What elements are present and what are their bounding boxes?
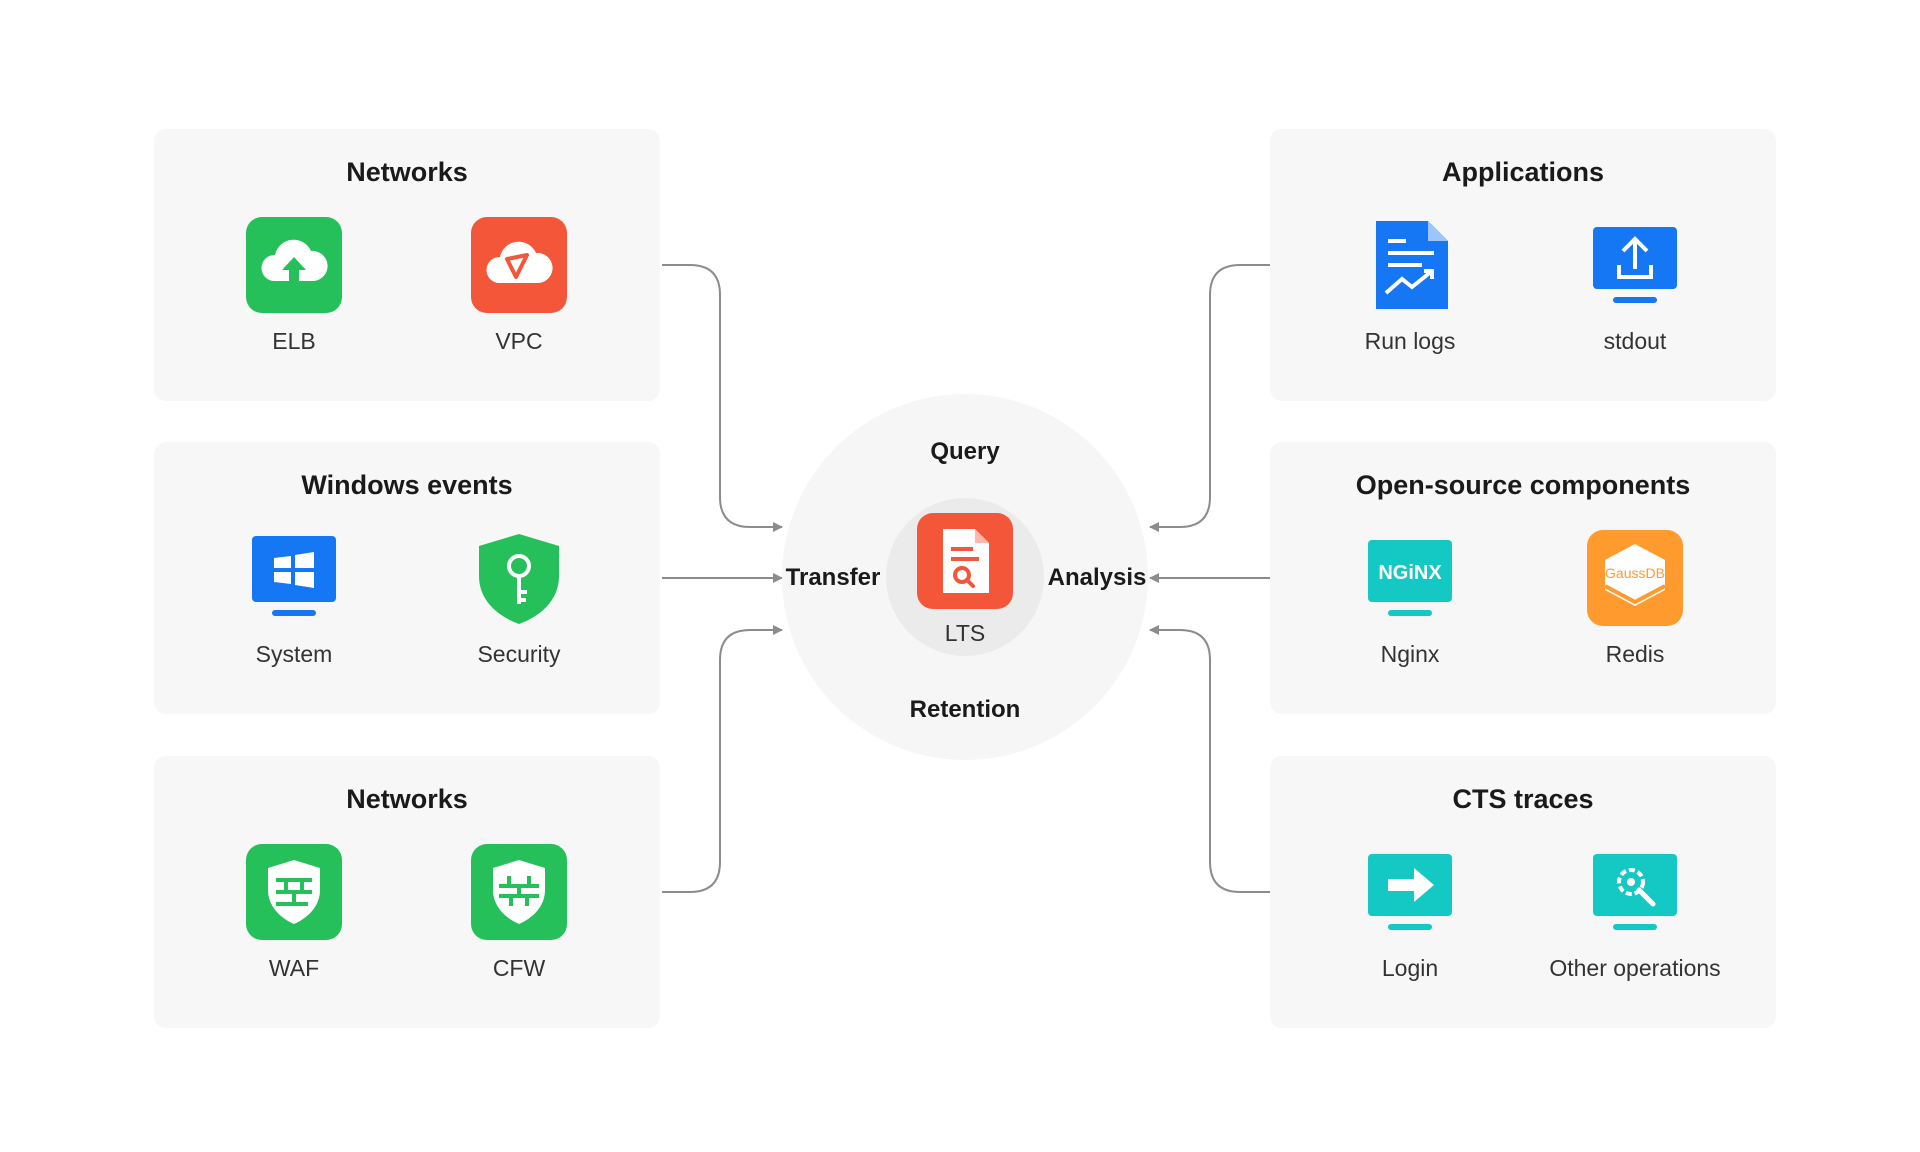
item-label: Redis — [1605, 641, 1665, 667]
nginx-logo-icon: NGiNX — [1362, 530, 1458, 626]
item-run-logs[interactable]: Run logs — [1300, 217, 1520, 367]
vpc-cloud-icon — [471, 217, 567, 313]
item-waf[interactable]: WAF — [184, 844, 404, 994]
panel-title: Networks — [346, 784, 468, 814]
panel-title: Windows events — [301, 470, 513, 500]
log-document-icon — [1362, 217, 1458, 313]
hub-label-retention: Retention — [909, 696, 1021, 723]
item-label: Other operations — [1549, 955, 1721, 981]
upload-monitor-icon — [1587, 217, 1683, 313]
lts-search-document-icon[interactable] — [917, 513, 1013, 609]
windows-monitor-icon — [246, 530, 342, 626]
panel-title: Applications — [1441, 157, 1604, 187]
item-redis[interactable]: GaussDB Redis — [1525, 530, 1745, 680]
connector-applications — [1149, 264, 1270, 532]
item-label: ELB — [272, 328, 316, 354]
panel-title: Open-source components — [1355, 470, 1691, 500]
item-label: Nginx — [1380, 641, 1440, 667]
connector-networks-top — [662, 264, 783, 532]
firewall-shield-icon — [471, 844, 567, 940]
login-arrow-icon — [1362, 844, 1458, 940]
item-label: Security — [477, 641, 561, 667]
panel-title: CTS traces — [1452, 784, 1594, 814]
panel-applications: Applications Run logs stdout — [1270, 129, 1776, 401]
item-label: VPC — [495, 328, 543, 354]
item-nginx[interactable]: NGiNX Nginx — [1300, 530, 1520, 680]
panel-title: Networks — [346, 157, 468, 187]
item-label: WAF — [268, 955, 320, 981]
operations-gear-icon — [1587, 844, 1683, 940]
nginx-logo-text: NGiNX — [1378, 562, 1442, 584]
item-elb[interactable]: ELB — [184, 217, 404, 367]
panel-windows-events: Windows events System Security — [154, 442, 660, 714]
hub-label-analysis: Analysis — [1047, 564, 1147, 591]
item-login[interactable]: Login — [1300, 844, 1520, 994]
panel-open-source-components: Open-source components NGiNX Nginx Gauss… — [1270, 442, 1776, 714]
item-label: Login — [1381, 955, 1439, 981]
item-label: CFW — [492, 955, 546, 981]
waf-shield-icon — [246, 844, 342, 940]
panel-networks-bottom: Networks WAF CFW — [154, 756, 660, 1028]
gaussdb-logo-icon: GaussDB — [1587, 530, 1683, 626]
connector-cts-traces — [1149, 625, 1270, 893]
cloud-upload-icon — [246, 217, 342, 313]
gaussdb-logo-text: GaussDB — [1605, 565, 1665, 581]
item-system[interactable]: System — [184, 530, 404, 680]
panel-cts-traces: CTS traces Login Other operations — [1270, 756, 1776, 1028]
item-label: stdout — [1603, 328, 1667, 354]
item-security[interactable]: Security — [409, 530, 629, 680]
connector-networks-bottom — [662, 625, 783, 893]
lts-label: LTS — [944, 620, 986, 646]
item-stdout[interactable]: stdout — [1525, 217, 1745, 367]
item-other-operations[interactable]: Other operations — [1525, 844, 1745, 994]
hub-label-transfer: Transfer — [785, 564, 881, 591]
item-label: Run logs — [1364, 328, 1456, 354]
item-cfw[interactable]: CFW — [409, 844, 629, 994]
key-shield-icon — [471, 530, 567, 626]
panel-networks-top: Networks ELB VPC — [154, 129, 660, 401]
hub-label-query: Query — [930, 438, 1000, 465]
item-label: System — [255, 641, 333, 667]
item-vpc[interactable]: VPC — [409, 217, 629, 367]
